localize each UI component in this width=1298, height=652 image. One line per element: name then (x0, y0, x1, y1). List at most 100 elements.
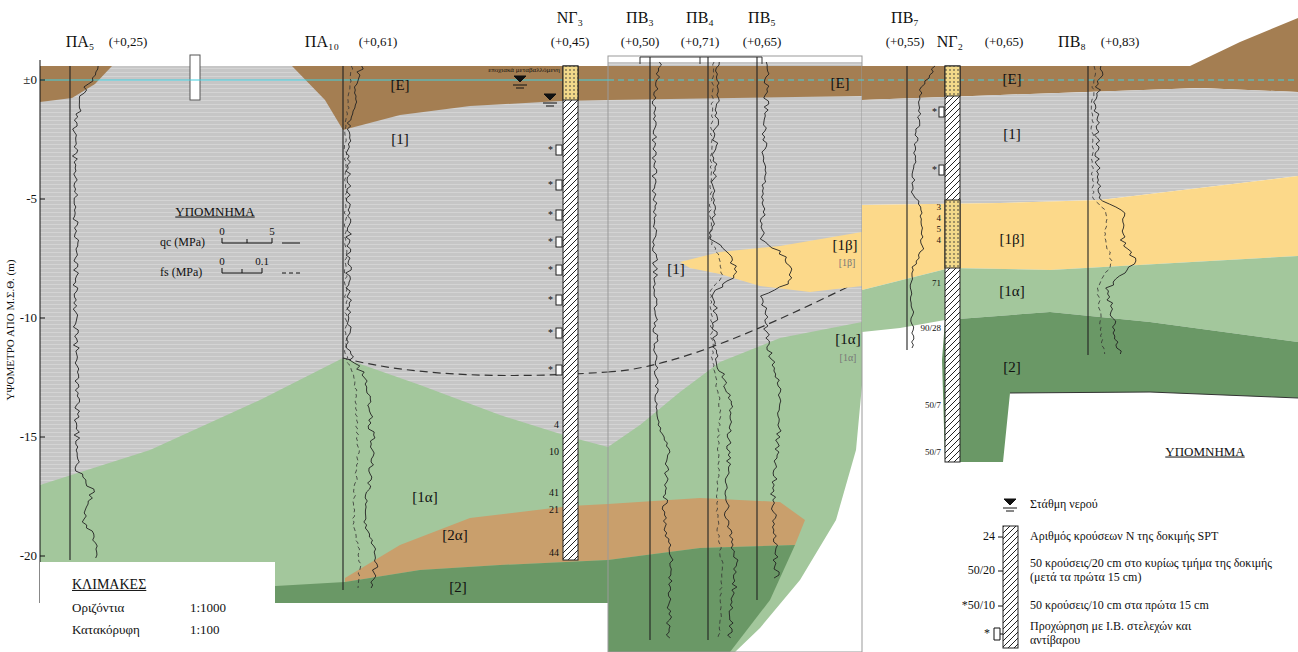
cpt-traces (72, 62, 1135, 638)
fill-layer (40, 66, 112, 102)
layer-label: [E] (390, 77, 409, 94)
layer-label: [2] (449, 579, 467, 596)
borehole-column (945, 66, 960, 462)
fill-layer (608, 66, 862, 100)
advance-marker (556, 265, 562, 275)
qc-trace (346, 66, 378, 588)
left-legend-art (222, 238, 272, 273)
borehole-name: ΝΓ₃ (557, 9, 583, 27)
legend-sample (1003, 499, 1017, 511)
layer-label: [2α] (442, 527, 467, 544)
elevation-label: (+0,65) (743, 35, 782, 50)
legend-sample-label: 24 (983, 530, 995, 544)
borehole-fill (945, 66, 960, 96)
spt-count: 50/7 (925, 447, 941, 457)
legend-heading: ΥΠΟΜΝΗΜΑ (175, 205, 254, 220)
cpt-axis (1087, 66, 1088, 355)
advance-markers (556, 107, 944, 375)
layer-label: [1α] (840, 352, 857, 364)
layer-label: [1] (667, 261, 685, 278)
header-bracket (640, 57, 762, 64)
qc-trace (1094, 66, 1136, 354)
fs-trace (1091, 66, 1112, 354)
section-bottom (1010, 392, 1298, 398)
layer-label: [E] (830, 75, 849, 92)
legend-sample (998, 606, 1003, 607)
axis-tick-label: -15 (20, 430, 37, 445)
spt-count: 4 (937, 213, 942, 223)
boreholes (556, 66, 960, 560)
qc-trace (709, 62, 738, 638)
fs-trace (344, 66, 361, 588)
borehole-fill (563, 66, 578, 100)
legend-text: Αριθμός κρούσεων Ν της δοκιμής SPT (1030, 530, 1218, 544)
scale-text: Κατακόρυφη (72, 623, 140, 638)
advance-marker (556, 237, 562, 247)
qc-trace (652, 62, 673, 638)
advance-marker (556, 180, 562, 190)
advance-marker-label: * (548, 236, 553, 248)
fill-layer (862, 18, 1298, 100)
spt-count: 21 (549, 504, 559, 516)
right-section (862, 18, 1298, 462)
scale-text: Οριζόντια (72, 601, 124, 616)
cpt-axis (707, 57, 708, 640)
elevation-label: (+0,55) (886, 35, 925, 50)
water-symbol (543, 94, 557, 106)
advance-marker (939, 165, 944, 175)
cpt-axis (649, 57, 650, 640)
legend-column (1003, 526, 1018, 648)
axis-tick-label: -10 (20, 311, 37, 326)
borehole-name: ΠΒ₃ (626, 9, 654, 27)
legend-text: Προχώρηση με Ι.Β. στελεχών και αντίβαρου (1030, 620, 1210, 648)
borehole-name: ΠΑ₅ (66, 33, 95, 51)
standpipe (190, 55, 200, 100)
advance-marker-label: * (548, 327, 553, 339)
legend-sample-label: 50/20 (968, 564, 995, 578)
layer-label: [1] (1003, 126, 1021, 143)
legend-sample-label: * (984, 627, 990, 641)
elevation-label: (+0,65) (985, 35, 1024, 50)
scale-text: 1:100 (190, 623, 220, 638)
borehole-name: ΠΑ₁₀ (305, 33, 339, 51)
legend-samples (282, 243, 1017, 640)
left-section (40, 55, 608, 603)
legend-heading: ΥΠΟΜΝΗΜΑ (1165, 445, 1244, 460)
legend-sample (998, 537, 1003, 538)
axis (40, 60, 45, 603)
water-symbol (513, 76, 527, 88)
axis-tick-label: -20 (20, 549, 37, 564)
axis-tick-label: -5 (26, 192, 37, 207)
legend-text: qc (MPa) (160, 236, 205, 250)
layer-label: [1β] (839, 257, 856, 269)
advance-marker-label: * (548, 364, 553, 376)
inferred-boundary (608, 280, 862, 372)
spt-count: 41 (549, 487, 559, 499)
legend-sample (998, 571, 1003, 572)
clay-layer (608, 62, 862, 652)
legend-text: Στάθμη νερού (1030, 498, 1098, 512)
spt-count: 44 (549, 547, 559, 559)
scan-frame (608, 56, 862, 652)
spt-count: 71 (932, 278, 941, 288)
legend-text: 50 κρούσεις/10 cm στα πρώτα 15 cm (1030, 599, 1209, 613)
axis-ticks (40, 80, 45, 556)
axis-tick-label: ±0 (23, 73, 37, 88)
advance-marker (939, 107, 944, 117)
spt-count: 4 (937, 235, 942, 245)
scale-bar (222, 268, 262, 273)
elevation-label: (+0,50) (621, 35, 660, 50)
scale-heading: ΚΛΙΜΑΚΕΣ (72, 577, 146, 593)
spt-count: 10 (549, 446, 559, 458)
elevation-label: (+0,83) (1101, 35, 1140, 50)
spt-count: 90/28 (920, 323, 941, 333)
spt-count: 3 (937, 202, 942, 212)
scale-panel (40, 562, 275, 652)
elevation-label: (+0,71) (681, 35, 720, 50)
advance-marker (556, 328, 562, 338)
cpt-axis (906, 66, 907, 350)
layer-label: [1α] (835, 331, 860, 348)
advance-marker-label: * (932, 106, 937, 118)
cpt-axis (756, 57, 757, 600)
advance-marker (556, 365, 562, 375)
